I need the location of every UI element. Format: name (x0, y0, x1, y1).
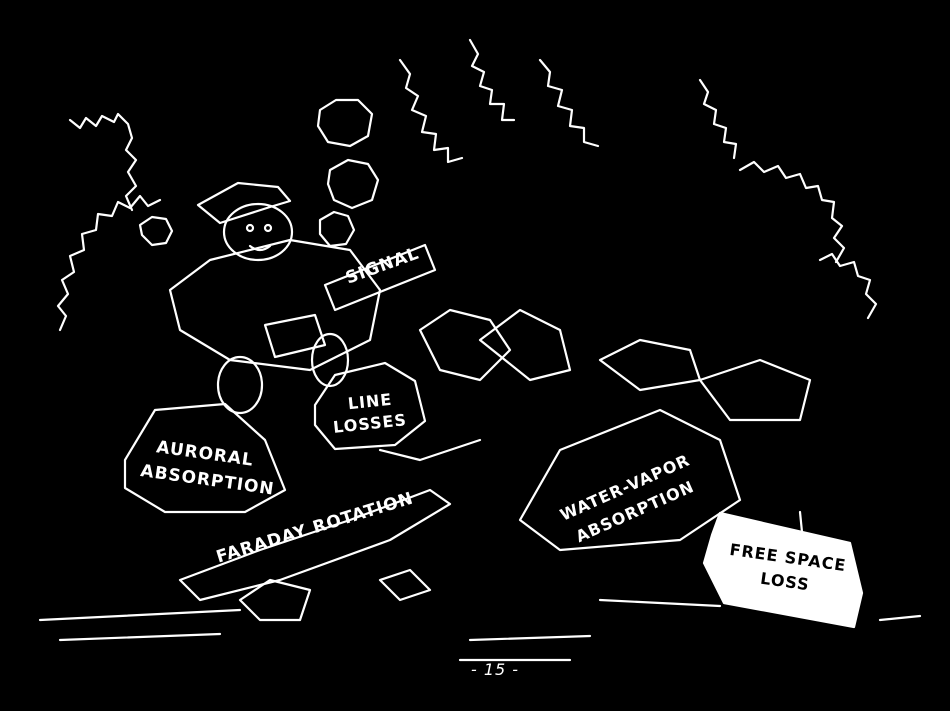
tree-foliage-left-2 (68, 112, 138, 212)
rocks-center (418, 308, 572, 382)
smoke-puff-2 (326, 158, 380, 210)
car-body (168, 238, 382, 372)
rocks-bottom (238, 568, 432, 622)
line-losses-stone (313, 361, 427, 451)
rocks-right (598, 338, 812, 422)
ground-lines (38, 438, 922, 662)
tree-foliage-center-2 (468, 38, 516, 122)
smoke-puff-3 (318, 210, 356, 248)
tree-foliage-far-right-2 (818, 252, 878, 320)
driver-mouth (248, 244, 272, 252)
smoke-puff-4 (138, 215, 174, 247)
car-wheel-front (216, 355, 264, 415)
car-wheel-back (310, 332, 350, 388)
driver-head (222, 202, 294, 262)
driver-eye-left (245, 223, 255, 233)
tree-foliage-right (538, 58, 600, 148)
smoke-puff-1 (316, 98, 374, 148)
car-radiator (263, 313, 327, 359)
page-number: - 15 - (470, 660, 520, 679)
tree-foliage-right-2 (698, 78, 738, 160)
faraday-rotation-log (178, 488, 452, 602)
tree-foliage-far-right (738, 160, 846, 264)
water-vapor-stone (518, 408, 742, 552)
driver-cap (196, 181, 292, 225)
tree-foliage-left (56, 194, 162, 332)
auroral-absorption-stone (123, 402, 287, 514)
tree-foliage-center (398, 58, 464, 164)
free-space-loss-sign (702, 511, 864, 629)
driver-eye-right (263, 223, 273, 233)
signal-sign-outline (323, 243, 437, 312)
sign-post (798, 510, 804, 534)
